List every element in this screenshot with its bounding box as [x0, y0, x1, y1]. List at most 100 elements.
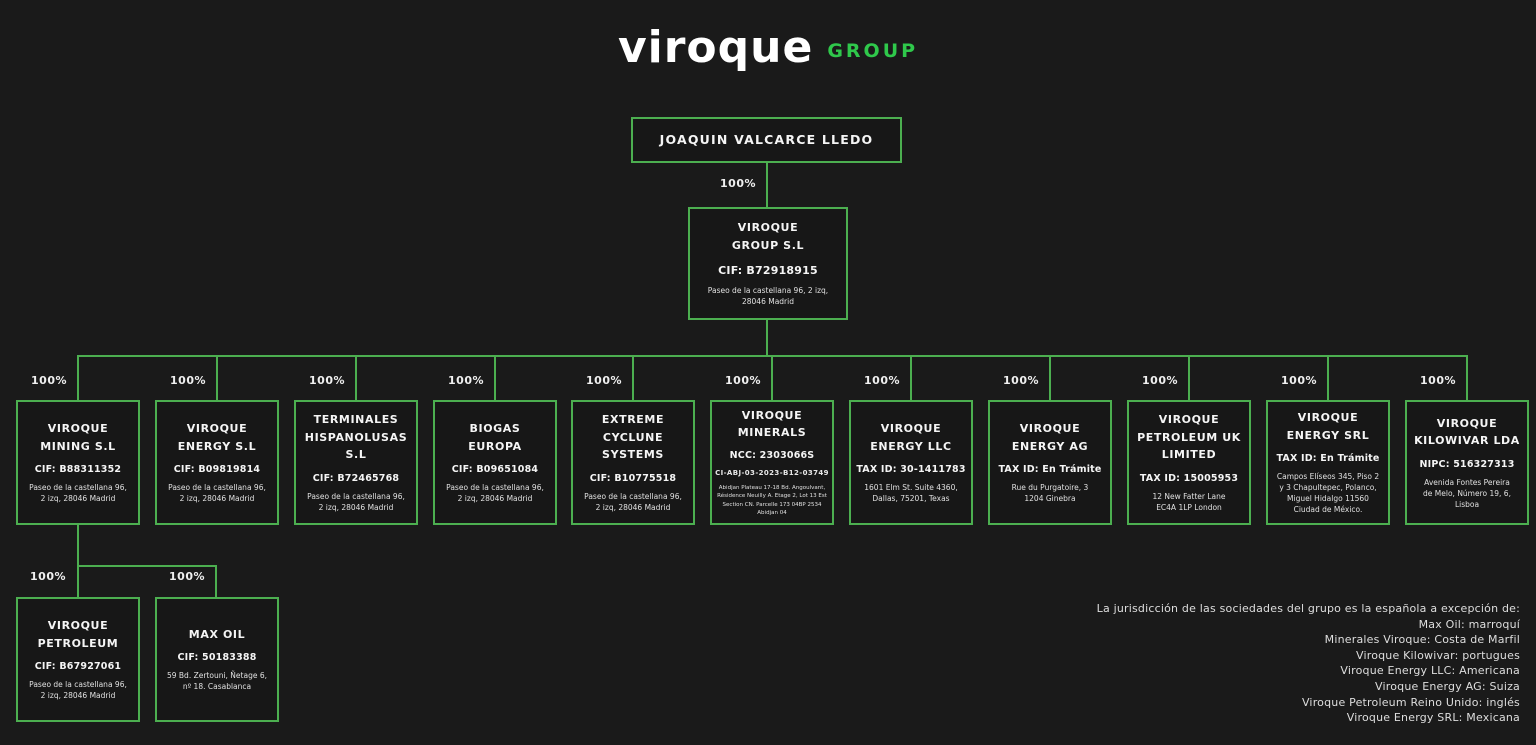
ownership-label: 100% [448, 374, 484, 387]
connector-line [77, 565, 217, 567]
ownership-label: 100% [1142, 374, 1178, 387]
footnote-line: Viroque Petroleum Reino Unido: inglés [1301, 695, 1520, 709]
org-box-viroque-petroleum: VIROQUE PETROLEUM CIF: B67927061 Paseo d… [16, 597, 140, 722]
connector-line [1466, 355, 1468, 400]
connector-line [216, 355, 218, 400]
company-tax-id: CIF: 50183388 [177, 652, 257, 664]
company-tax-id: NIPC: 516327313 [1419, 458, 1515, 470]
connector-line [355, 355, 357, 400]
connector-line [766, 320, 768, 357]
company-tax-id: CIF: B10775518 [589, 473, 677, 485]
org-box-terminales-hispanolusas: TERMINALES HISPANOLUSAS S.L CIF: B724657… [294, 400, 418, 525]
owner-name: JOAQUIN VALCARCE LLEDO [659, 132, 874, 147]
company-address: Paseo de la castellana 96, 2 izq, 28046 … [307, 492, 405, 512]
connector-line [1327, 355, 1329, 400]
org-box-viroque-mining: VIROQUE MINING S.L CIF: B88311352 Paseo … [16, 400, 140, 525]
ownership-label: 100% [1420, 374, 1456, 387]
company-name: EXTREME CYCLUNE SYSTEMS [601, 413, 665, 462]
footnote-line: Viroque Energy LLC: Americana [1340, 664, 1520, 678]
ownership-label: 100% [30, 570, 66, 583]
company-name: VIROQUE ENERGY SRL [1286, 411, 1370, 442]
ownership-label: 100% [725, 374, 761, 387]
company-name: TERMINALES HISPANOLUSAS S.L [304, 413, 408, 462]
company-name: VIROQUE ENERGY AG [1011, 422, 1089, 453]
company-tax-id: TAX ID: 15005953 [1139, 473, 1239, 485]
ownership-label: 100% [170, 374, 206, 387]
company-address: Rue du Purgatoire, 3 1204 Ginebra [1011, 483, 1089, 504]
company-name: MAX OIL [188, 627, 246, 641]
company-tax-id: CIF: B72918915 [718, 264, 818, 278]
connector-line [1188, 355, 1190, 400]
connector-line [215, 565, 217, 597]
company-address: Avenida Fontes Pereira de Melo, Número 1… [1423, 477, 1511, 509]
company-address: 12 New Fatter Lane EC4A 1LP London [1152, 492, 1226, 512]
footnote-line: Viroque Kilowivar: portugues [1355, 648, 1520, 662]
footnote-line: La jurisdicción de las sociedades del gr… [1096, 602, 1520, 615]
org-box-owner: JOAQUIN VALCARCE LLEDO [631, 117, 902, 163]
org-box-viroque-energy-ag: VIROQUE ENERGY AG TAX ID: En Trámite Rue… [988, 400, 1112, 525]
company-address: Abidjan Plateau 17-18 Bd. Angoulvant, Ré… [717, 485, 827, 516]
company-registry-id: CI-ABJ-03-2023-B12-03749 [715, 469, 829, 477]
company-tax-id: CIF: B09819814 [173, 464, 261, 476]
org-box-viroque-energy-sl: VIROQUE ENERGY S.L CIF: B09819814 Paseo … [155, 400, 279, 525]
connector-line [766, 163, 768, 207]
org-box-viroque-energy-srl: VIROQUE ENERGY SRL TAX ID: En Trámite Ca… [1266, 400, 1390, 525]
org-box-extreme-cyclune-systems: EXTREME CYCLUNE SYSTEMS CIF: B10775518 P… [571, 400, 695, 525]
footnote-line: Minerales Viroque: Costa de Marfil [1324, 633, 1520, 647]
company-name: VIROQUE PETROLEUM UK LIMITED [1137, 413, 1241, 462]
ownership-label: 100% [720, 177, 756, 190]
company-address: 59 Bd. Zertouni, Ñetage 6, nº 18. Casabl… [166, 671, 267, 692]
logo-group-text: GROUP [827, 40, 919, 62]
org-box-viroque-kilowivar: VIROQUE KILOWIVAR LDA NIPC: 516327313 Av… [1405, 400, 1529, 525]
logo-brand-text: viroque [617, 22, 814, 73]
ownership-label: 100% [864, 374, 900, 387]
company-address: Paseo de la castellana 96, 2 izq, 28046 … [168, 483, 266, 504]
company-tax-id: TAX ID: En Trámite [1276, 453, 1380, 465]
company-address: Campos Elíseos 345, Piso 2 y 3 Chapultep… [1276, 472, 1380, 514]
company-address: Paseo de la castellana 96, 2 izq, 28046 … [707, 286, 829, 307]
connector-line [1049, 355, 1051, 400]
company-name: VIROQUE MINERALS [737, 409, 807, 439]
connector-line [77, 355, 79, 400]
company-address: Paseo de la castellana 96, 2 izq, 28046 … [29, 680, 127, 701]
org-box-viroque-group: VIROQUE GROUP S.L CIF: B72918915 Paseo d… [688, 207, 848, 320]
ownership-label: 100% [586, 374, 622, 387]
org-box-viroque-petroleum-uk: VIROQUE PETROLEUM UK LIMITED TAX ID: 150… [1127, 400, 1251, 525]
org-box-viroque-energy-llc: VIROQUE ENERGY LLC TAX ID: 30-1411783 16… [849, 400, 973, 525]
footnote-line: Max Oil: marroquí [1418, 617, 1520, 631]
company-tax-id: CIF: B72465768 [312, 473, 400, 485]
ownership-label: 100% [31, 374, 67, 387]
company-address: Paseo de la castellana 96, 2 izq, 28046 … [446, 483, 544, 504]
footnote-line: Viroque Energy AG: Suiza [1375, 679, 1520, 693]
ownership-label: 100% [1281, 374, 1317, 387]
footnote-line: Viroque Energy SRL: Mexicana [1346, 711, 1520, 725]
company-name: VIROQUE GROUP S.L [731, 221, 805, 252]
company-tax-id: TAX ID: En Trámite [998, 464, 1102, 476]
ownership-label: 100% [309, 374, 345, 387]
connector-line [632, 355, 634, 400]
company-name: VIROQUE ENERGY S.L [177, 422, 257, 453]
company-name: VIROQUE MINING S.L [40, 422, 116, 453]
company-tax-id: NCC: 2303066S [729, 450, 815, 461]
org-box-max-oil: MAX OIL CIF: 50183388 59 Bd. Zertouni, Ñ… [155, 597, 279, 722]
connector-line [771, 355, 773, 400]
connector-line [910, 355, 912, 400]
company-name: VIROQUE PETROLEUM [37, 619, 119, 650]
company-name: VIROQUE KILOWIVAR LDA [1414, 416, 1520, 448]
viroque-group-logo: viroque GROUP [0, 26, 1536, 70]
company-address: Paseo de la castellana 96, 2 izq, 28046 … [584, 492, 682, 512]
connector-line [77, 525, 79, 597]
connector-line [494, 355, 496, 400]
ownership-label: 100% [169, 570, 205, 583]
company-address: Paseo de la castellana 96, 2 izq, 28046 … [29, 483, 127, 504]
jurisdiction-footnote: La jurisdicción de las sociedades del gr… [1060, 601, 1520, 726]
company-tax-id: CIF: B67927061 [34, 661, 122, 673]
company-name: VIROQUE ENERGY LLC [870, 422, 952, 453]
org-box-viroque-minerals: VIROQUE MINERALS NCC: 2303066S CI-ABJ-03… [710, 400, 834, 525]
company-address: 1601 Elm St. Suite 4360, Dallas, 75201, … [864, 483, 958, 504]
company-tax-id: CIF: B09651084 [451, 464, 539, 476]
company-name: BIOGAS EUROPA [468, 422, 522, 453]
ownership-label: 100% [1003, 374, 1039, 387]
company-tax-id: TAX ID: 30-1411783 [856, 464, 966, 476]
